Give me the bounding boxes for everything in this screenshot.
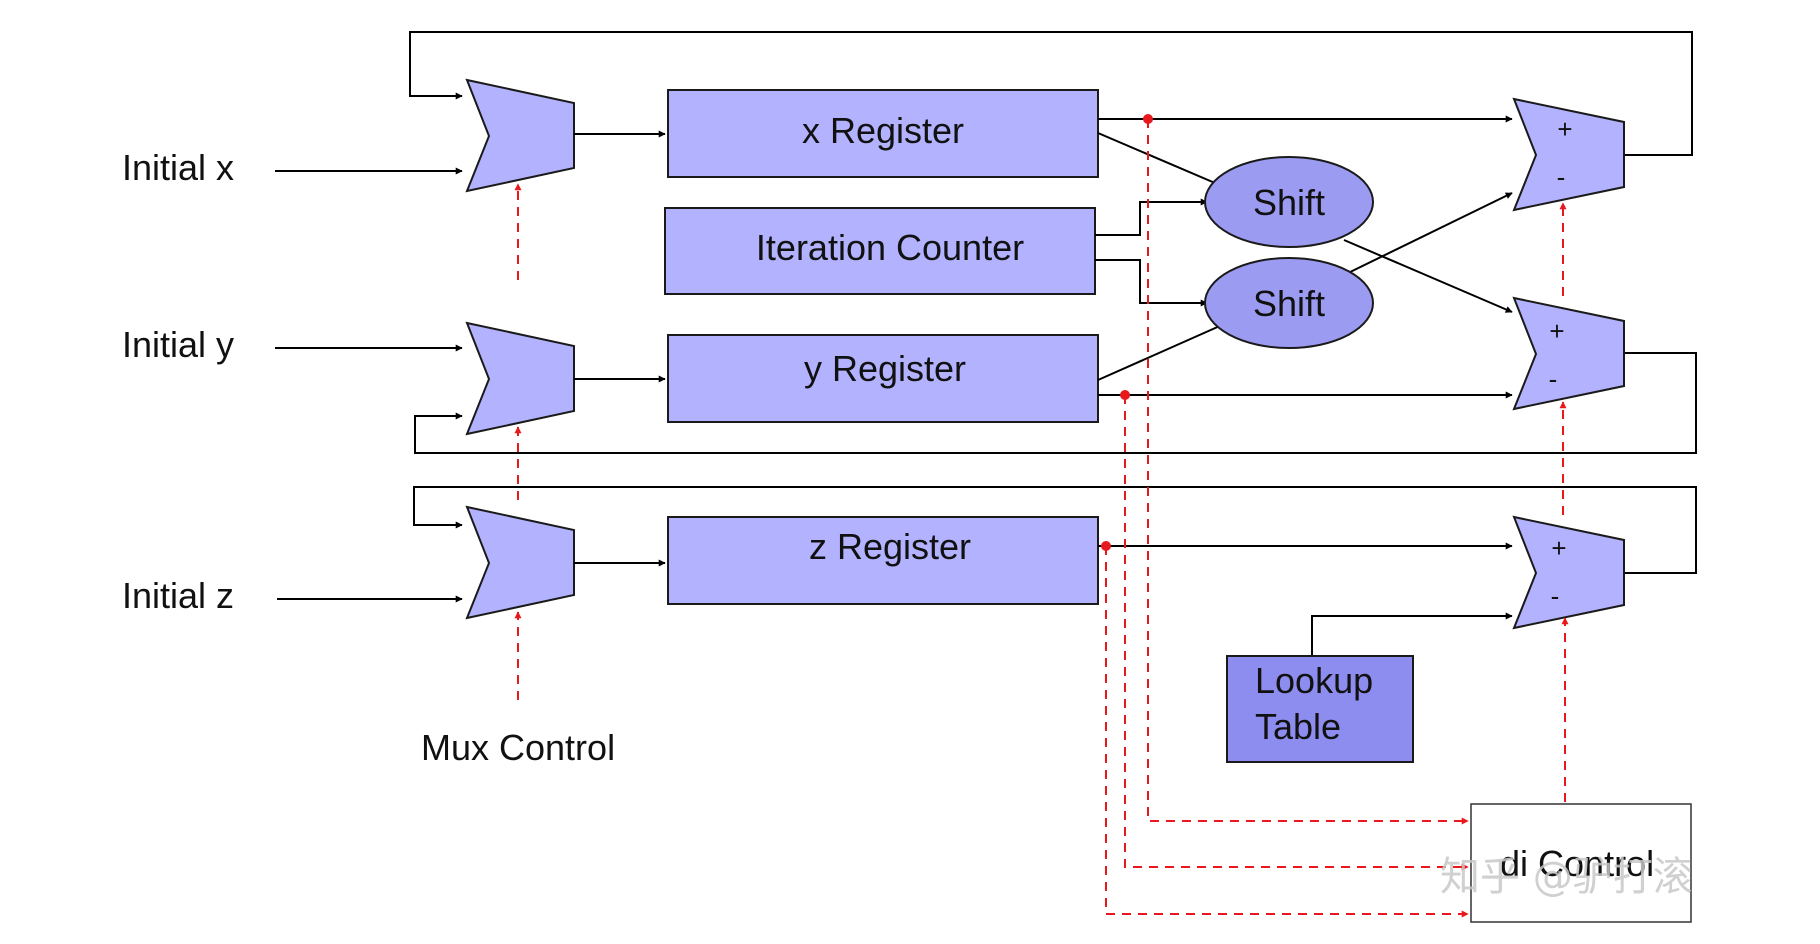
adder-x-minus: - <box>1557 162 1566 192</box>
datapath-wires <box>1095 115 1513 656</box>
adder-y-minus: - <box>1549 364 1558 394</box>
initial-z-label: Initial z <box>122 575 234 616</box>
mux-output-wires <box>574 130 666 567</box>
adder-z-plus: + <box>1551 533 1566 563</box>
watermark: 知乎 @驴打滚 <box>1440 854 1693 900</box>
iteration-counter-label: Iteration Counter <box>756 227 1024 268</box>
z-register-label: z Register <box>809 526 971 567</box>
shift-top-label: Shift <box>1253 182 1325 223</box>
y-register-label: y Register <box>804 348 966 389</box>
di-control: di Control <box>1470 803 1692 923</box>
adder-x-plus: + <box>1557 114 1572 144</box>
di-control-label: di Control <box>1500 843 1654 884</box>
adder-z-minus: - <box>1551 581 1560 611</box>
shift-top: Shift <box>1204 156 1374 248</box>
feedback-wires <box>409 31 1697 574</box>
shift-bottom: Shift <box>1204 257 1374 349</box>
adder-y: + - <box>1512 296 1625 411</box>
mux-z <box>465 505 575 620</box>
control-wires <box>514 119 1569 918</box>
iteration-counter: Iteration Counter <box>664 207 1096 295</box>
tap-dots <box>1101 114 1153 551</box>
adder-y-plus: + <box>1549 316 1564 346</box>
lookup-table-line2: Table <box>1255 706 1341 747</box>
z-register: z Register <box>667 516 1099 605</box>
lookup-table: Lookup Table <box>1226 655 1414 763</box>
y-register: y Register <box>667 334 1099 423</box>
initial-x-label: Initial x <box>122 147 234 188</box>
adder-z: + - <box>1512 515 1625 630</box>
x-register-label: x Register <box>802 110 964 151</box>
initial-y-label: Initial y <box>122 324 234 365</box>
shift-bottom-label: Shift <box>1253 283 1325 324</box>
adder-x: + - <box>1512 97 1625 212</box>
lookup-table-line1: Lookup <box>1255 660 1373 701</box>
x-register: x Register <box>667 89 1099 178</box>
mux-y <box>465 321 575 436</box>
input-wires <box>275 167 463 603</box>
mux-control-label: Mux Control <box>421 727 615 768</box>
mux-x <box>465 78 575 193</box>
